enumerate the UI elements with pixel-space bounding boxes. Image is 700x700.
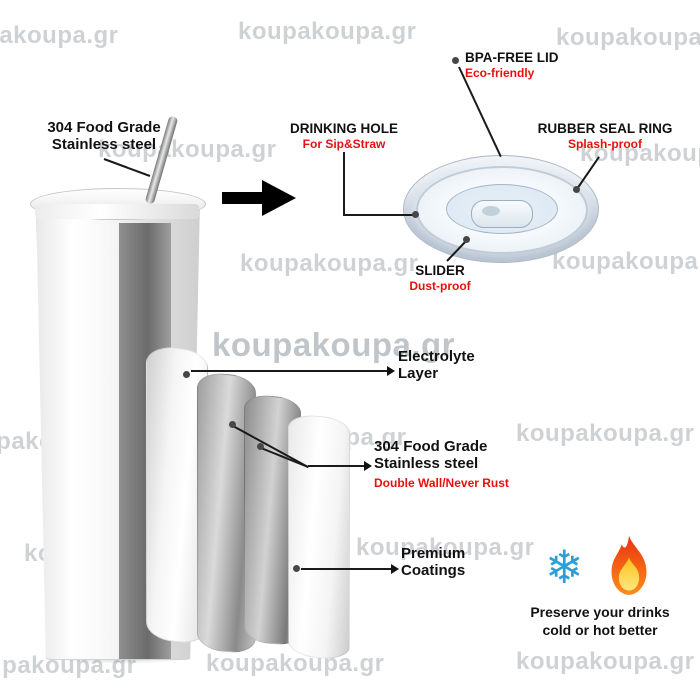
callout-dot bbox=[257, 443, 264, 450]
callout-dot bbox=[293, 565, 300, 572]
watermark: koupakoupa.gr bbox=[552, 248, 700, 275]
straw-callout: 304 Food Grade Stainless steel bbox=[38, 119, 170, 154]
straw-callout-line1: 304 Food Grade bbox=[47, 119, 161, 136]
drinking-hole-subtitle: For Sip&Straw bbox=[302, 136, 386, 151]
watermark: koupakoupa.gr bbox=[212, 326, 456, 363]
drinking-hole-title: DRINKING HOLE bbox=[290, 121, 398, 136]
watermark: koupakoupa.gr bbox=[556, 24, 700, 51]
rubber-seal-title: RUBBER SEAL RING bbox=[537, 121, 673, 136]
tumbler-lid-band bbox=[35, 204, 199, 219]
callout-arrowhead bbox=[391, 564, 399, 574]
slider-subtitle: Dust-proof bbox=[409, 278, 471, 293]
callout-dot bbox=[573, 186, 580, 193]
callout-line bbox=[301, 568, 393, 570]
watermark: koupakoupa.gr bbox=[0, 22, 119, 49]
coating-callout: Premium Coatings bbox=[401, 545, 466, 580]
callout-line bbox=[191, 370, 387, 372]
callout-line bbox=[308, 465, 366, 467]
rubber-seal-callout: RUBBER SEAL RING Splash-proof bbox=[537, 121, 673, 151]
flame-icon bbox=[611, 535, 647, 595]
callout-line bbox=[343, 214, 417, 216]
footer-line2: cold or hot better bbox=[542, 621, 658, 638]
bpa-subtitle: Eco-friendly bbox=[465, 65, 535, 80]
steel-wall-subtitle: Double Wall/Never Rust bbox=[374, 475, 509, 490]
watermark: koupakoupa.gr bbox=[356, 534, 535, 561]
callout-dot bbox=[452, 57, 459, 64]
straw-callout-line2: Stainless steel bbox=[51, 135, 157, 153]
lid-slider-part bbox=[471, 200, 533, 228]
callout-dot bbox=[229, 421, 236, 428]
lid-top-view bbox=[403, 155, 599, 263]
watermark: koupakoupa.gr bbox=[516, 420, 695, 447]
electrolyte-line2: Layer bbox=[398, 364, 439, 382]
callout-line bbox=[343, 152, 345, 216]
watermark: koupakoupa.gr bbox=[516, 648, 695, 675]
watermark: koupakoupa.gr bbox=[240, 250, 419, 277]
steel-wall-line2: Stainless steel bbox=[374, 454, 479, 472]
steel-wall-callout: 304 Food Grade Stainless steel Double Wa… bbox=[374, 438, 509, 490]
coating-line1: Premium bbox=[401, 545, 466, 562]
callout-dot bbox=[412, 211, 419, 218]
callout-arrowhead bbox=[387, 366, 395, 376]
slider-callout: SLIDER Dust-proof bbox=[404, 263, 476, 293]
watermark: koupakoupa.gr bbox=[98, 136, 277, 163]
bpa-title: BPA-FREE LID bbox=[465, 50, 559, 65]
watermark: koupakoupa.gr bbox=[206, 650, 385, 677]
rubber-seal-subtitle: Splash-proof bbox=[568, 136, 642, 151]
steel-wall-line1: 304 Food Grade bbox=[374, 438, 488, 455]
callout-dot bbox=[183, 371, 190, 378]
watermark: koupakoupa.gr bbox=[580, 140, 700, 167]
slider-title: SLIDER bbox=[415, 263, 465, 278]
electrolyte-line1: Electrolyte bbox=[398, 348, 475, 365]
drinking-hole-callout: DRINKING HOLE For Sip&Straw bbox=[283, 121, 405, 151]
transition-arrow-icon bbox=[222, 180, 296, 216]
lid-drinking-hole-part bbox=[482, 206, 500, 216]
electrolyte-callout: Electrolyte Layer bbox=[398, 348, 475, 383]
callout-line bbox=[458, 66, 502, 158]
coating-line2: Coatings bbox=[401, 561, 466, 579]
layer-sheet-coating bbox=[288, 413, 350, 661]
footer-line1: Preserve your drinks bbox=[530, 604, 670, 620]
callout-dot bbox=[463, 236, 470, 243]
callout-arrowhead bbox=[364, 461, 372, 471]
footer-caption: Preserve your drinks cold or hot better bbox=[519, 604, 681, 640]
snowflake-icon: ❄ bbox=[545, 541, 584, 593]
bpa-callout: BPA-FREE LID Eco-friendly bbox=[465, 50, 559, 80]
watermark: koupakoupa.gr bbox=[238, 18, 417, 45]
